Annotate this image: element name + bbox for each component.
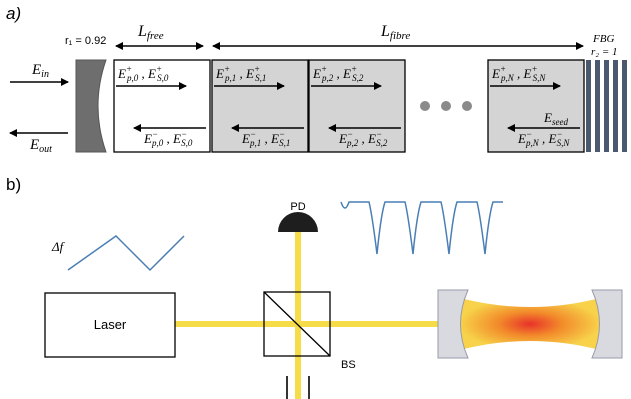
beam-splitter bbox=[263, 291, 331, 357]
cavity-input-mirror bbox=[437, 289, 469, 359]
panel-b-label: b) bbox=[6, 175, 21, 194]
laser-label: Laser bbox=[94, 317, 127, 332]
fibre-length-label: Lfibre bbox=[380, 23, 410, 42]
cavity-resonance-signal bbox=[340, 201, 503, 255]
fibre-segment-box bbox=[211, 59, 309, 153]
laser-box bbox=[44, 292, 176, 358]
free-length-label: Lfree bbox=[137, 23, 164, 42]
forward-field-label: E+p,0 , E+S,0 bbox=[117, 64, 169, 83]
fibre-segment-box bbox=[113, 59, 211, 153]
fbg-label: FBG bbox=[592, 33, 614, 45]
cavity-output-mirror bbox=[591, 289, 623, 359]
backward-field-label: E−p,N , E−S,N bbox=[517, 129, 570, 148]
frequency-scan-waveform bbox=[67, 235, 185, 272]
output-field-label: Eout bbox=[29, 137, 52, 155]
frequency-scan-label: Δf bbox=[51, 239, 66, 254]
input-field-label: Ein bbox=[31, 62, 49, 80]
mirror-reflectivity-label: r₁ = 0.92 bbox=[65, 35, 106, 47]
panel-a-label: a) bbox=[6, 4, 21, 23]
backward-field-label: E−p,1 , E−S,1 bbox=[241, 129, 290, 148]
photodiode-label: PD bbox=[290, 201, 305, 213]
fbg-reflectivity-label: r₂ = 1 bbox=[591, 46, 618, 58]
forward-field-label: E+p,2 , E+S,2 bbox=[312, 64, 364, 83]
forward-field-label: E+p,1 , E+S,1 bbox=[215, 64, 266, 83]
backward-field-label: E−p,2 , E−S,2 bbox=[338, 129, 388, 148]
beam-splitter-diagonal bbox=[263, 291, 331, 357]
fibre-segments: E+p,0 , E+S,0E−p,0 , E−S,0E+p,1 , E+S,1E… bbox=[113, 59, 585, 153]
fibre-segment-box bbox=[308, 59, 406, 153]
cavity-mode bbox=[460, 298, 600, 350]
fibre-segment-box bbox=[487, 59, 585, 153]
backward-field-label: E−p,0 , E−S,0 bbox=[143, 129, 193, 148]
input-mirror bbox=[75, 59, 107, 153]
beam-splitter-label: BS bbox=[341, 359, 356, 371]
forward-field-label: E+p,N , E+S,N bbox=[491, 64, 546, 83]
seed-field-label: Eseed bbox=[543, 110, 568, 127]
photodiode bbox=[278, 212, 318, 232]
fiber-bragg-grating bbox=[586, 60, 630, 152]
ellipsis-dots bbox=[420, 101, 472, 111]
